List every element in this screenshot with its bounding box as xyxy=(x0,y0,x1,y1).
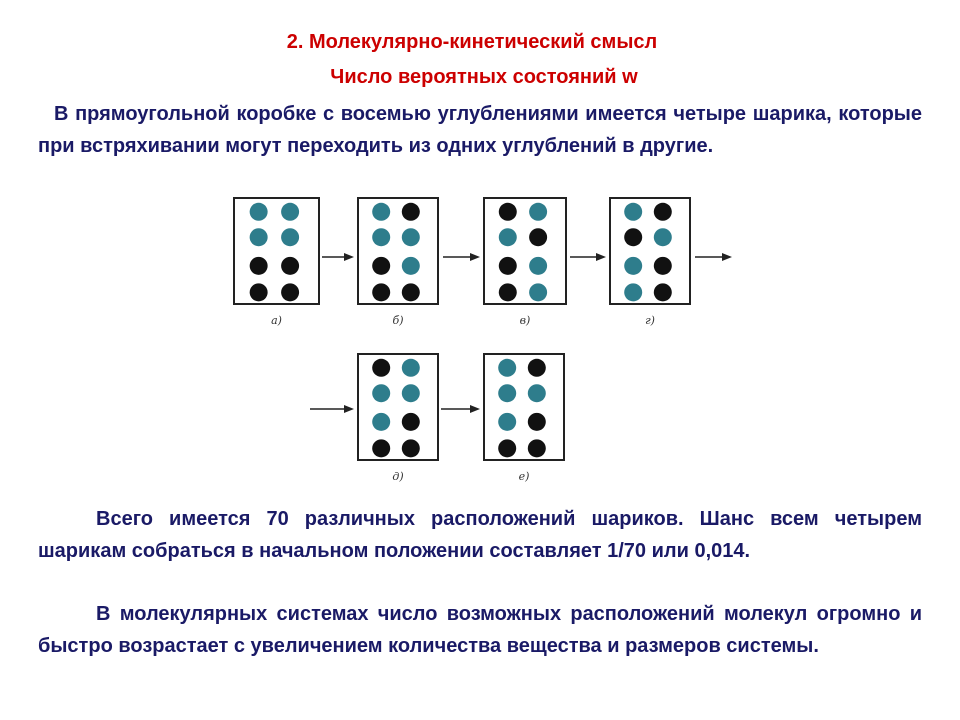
box-frame xyxy=(357,197,439,305)
blue-ball xyxy=(372,228,391,247)
box-label: е) xyxy=(519,470,530,483)
blue-ball xyxy=(624,283,643,302)
intro-paragraph: В прямоугольной коробке с восемью углубл… xyxy=(38,103,922,157)
box-frame xyxy=(483,197,567,305)
blue-ball xyxy=(498,358,517,377)
black-ball xyxy=(653,283,672,302)
blue-ball xyxy=(624,256,643,275)
blue-ball xyxy=(401,228,420,247)
blue-ball xyxy=(498,412,517,431)
box-frame xyxy=(609,197,691,305)
box-frame xyxy=(483,353,565,461)
black-ball xyxy=(372,256,391,275)
blue-ball xyxy=(281,202,300,221)
box-frame xyxy=(233,197,320,305)
molecular-systems-paragraph: В молекулярных системах число возможных … xyxy=(38,603,922,657)
total-arrangements-paragraph: Всего имеется 70 различных расположений … xyxy=(38,508,922,562)
box-label: д) xyxy=(392,470,403,483)
box-label: а) xyxy=(271,314,282,327)
black-ball xyxy=(527,412,546,431)
box-label: б) xyxy=(392,314,403,327)
box-label: г) xyxy=(645,314,655,327)
black-ball xyxy=(372,439,391,458)
blue-ball xyxy=(401,256,420,275)
black-ball xyxy=(527,358,546,377)
blue-ball xyxy=(401,384,420,403)
arrow-head xyxy=(470,405,480,413)
black-ball xyxy=(249,283,268,302)
black-ball xyxy=(401,439,420,458)
blue-ball xyxy=(498,384,517,403)
black-ball xyxy=(624,228,643,247)
blue-ball xyxy=(372,202,391,221)
blue-ball xyxy=(529,283,548,302)
arrow-head xyxy=(596,253,606,261)
black-ball xyxy=(281,256,300,275)
black-ball xyxy=(498,439,517,458)
black-ball xyxy=(281,283,300,302)
black-ball xyxy=(401,202,420,221)
arrow-head xyxy=(722,253,732,261)
blue-ball xyxy=(372,384,391,403)
blue-ball xyxy=(401,358,420,377)
black-ball xyxy=(653,256,672,275)
arrow-head xyxy=(470,253,480,261)
black-ball xyxy=(372,358,391,377)
black-ball xyxy=(372,283,391,302)
blue-ball xyxy=(249,202,268,221)
black-ball xyxy=(401,412,420,431)
black-ball xyxy=(401,283,420,302)
black-ball xyxy=(527,439,546,458)
black-ball xyxy=(498,283,517,302)
black-ball xyxy=(249,256,268,275)
blue-ball xyxy=(529,256,548,275)
blue-ball xyxy=(624,202,643,221)
blue-ball xyxy=(653,228,672,247)
box-frame xyxy=(357,353,439,461)
black-ball xyxy=(498,256,517,275)
black-ball xyxy=(653,202,672,221)
blue-ball xyxy=(249,228,268,247)
blue-ball xyxy=(372,412,391,431)
arrow-head xyxy=(344,253,354,261)
arrow-head xyxy=(344,405,354,413)
blue-ball xyxy=(281,228,300,247)
black-ball xyxy=(498,202,517,221)
slide-subtitle: Число вероятных состояний w xyxy=(330,66,638,88)
blue-ball xyxy=(529,202,548,221)
box-label: в) xyxy=(520,314,531,327)
slide-title: 2. Молекулярно-кинетический смысл xyxy=(286,31,658,53)
black-ball xyxy=(529,228,548,247)
blue-ball xyxy=(527,384,546,403)
blue-ball xyxy=(498,228,517,247)
